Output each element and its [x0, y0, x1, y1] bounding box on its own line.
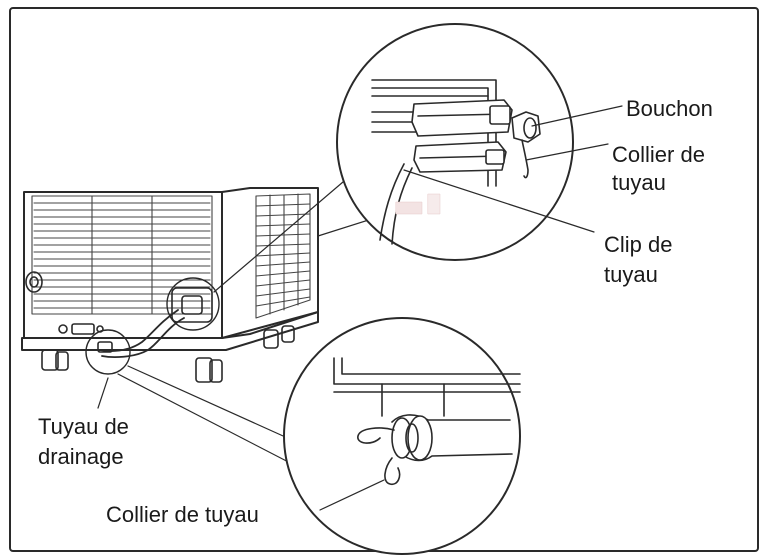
rear-grille [31, 195, 213, 315]
upper-port [411, 99, 513, 137]
label-collier-top-line2: tuyau [612, 170, 666, 195]
label-drainage-line1: Tuyau de [38, 414, 129, 439]
label-clip-line2: tuyau [604, 262, 658, 287]
label-bouchon: Bouchon [626, 96, 713, 121]
plug [511, 111, 541, 143]
label-collier-top-line1: Collier de [612, 142, 705, 167]
leader-clip [403, 169, 595, 233]
rear-drain-port [58, 287, 213, 353]
detail-marker-top [166, 277, 220, 331]
leader-collier-top [525, 143, 609, 161]
side-outlet [25, 271, 43, 293]
hose-clamp-bottom [357, 427, 401, 486]
drain-hose [99, 309, 185, 358]
label-drainage-line2: drainage [38, 444, 124, 469]
leader-collier-bottom [319, 479, 385, 511]
bottom-detail-view [283, 317, 521, 555]
label-collier-bottom: Collier de tuyau [106, 502, 259, 527]
casters [41, 325, 295, 383]
leader-bouchon [531, 105, 623, 127]
hose-clamp-top [521, 139, 529, 179]
air-conditioner-unit [21, 187, 319, 383]
side-grille [255, 193, 311, 319]
leader-drainage [97, 377, 109, 409]
top-detail-view [336, 23, 574, 261]
detail-marker-bottom [85, 329, 131, 375]
label-clip-line1: Clip de [604, 232, 673, 257]
